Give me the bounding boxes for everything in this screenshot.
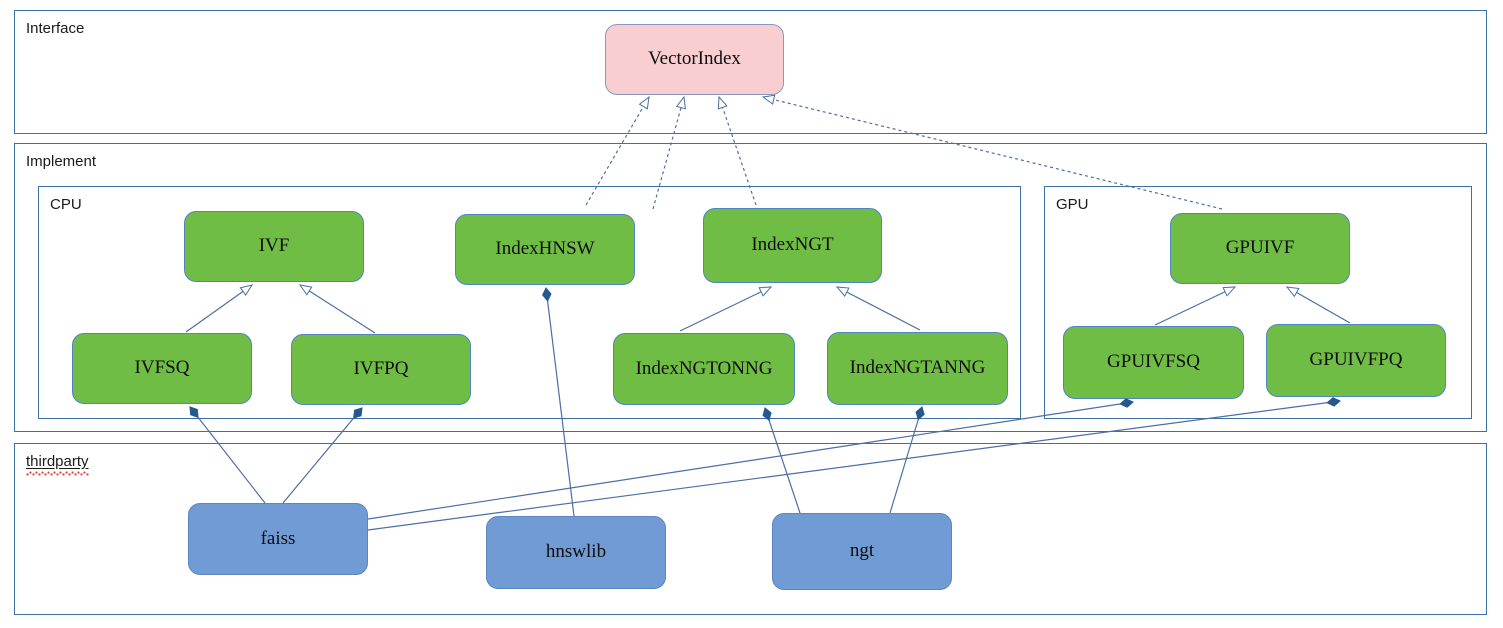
class-node-faiss[interactable]: faiss — [188, 503, 368, 575]
class-node-gpuivfsq[interactable]: GPUIVFSQ — [1063, 326, 1244, 399]
class-node-label: IndexNGT — [751, 234, 834, 256]
class-node-label: VectorIndex — [648, 48, 741, 70]
class-node-label: IVFSQ — [134, 357, 190, 379]
package-label-implement: Implement — [26, 153, 97, 170]
package-label-cpu: CPU — [50, 196, 82, 213]
class-node-hnswlib[interactable]: hnswlib — [486, 516, 666, 589]
class-node-ivfpq[interactable]: IVFPQ — [291, 334, 471, 405]
class-node-label: GPUIVFSQ — [1107, 351, 1200, 373]
class-node-ivfsq[interactable]: IVFSQ — [72, 333, 252, 404]
class-node-label: IndexHNSW — [495, 238, 595, 260]
class-node-label: GPUIVFPQ — [1309, 349, 1403, 371]
package-label-gpu: GPU — [1056, 196, 1089, 213]
class-node-label: ngt — [849, 540, 875, 562]
package-label-thirdparty: thirdparty — [26, 454, 89, 476]
spellcheck-underline-icon — [26, 471, 89, 476]
class-node-indexngtanng[interactable]: IndexNGTANNG — [827, 332, 1008, 405]
class-node-label: GPUIVF — [1225, 237, 1295, 259]
class-node-label: IVF — [258, 235, 290, 257]
class-node-ngt[interactable]: ngt — [772, 513, 952, 590]
class-node-indexngt[interactable]: IndexNGT — [703, 208, 882, 283]
class-node-indexngtonng[interactable]: IndexNGTONNG — [613, 333, 795, 405]
class-node-label: faiss — [260, 527, 296, 549]
class-node-ivf[interactable]: IVF — [184, 211, 364, 282]
class-node-label: IVFPQ — [353, 358, 409, 380]
class-node-gpuivfpq[interactable]: GPUIVFPQ — [1266, 324, 1446, 397]
class-node-vectorindex[interactable]: VectorIndex — [605, 24, 784, 95]
class-node-label: IndexNGTANNG — [849, 357, 986, 379]
class-node-label: hnswlib — [545, 541, 607, 563]
package-label-interface: Interface — [26, 20, 85, 37]
class-node-gpuivf[interactable]: GPUIVF — [1170, 213, 1350, 284]
class-node-label: IndexNGTONNG — [635, 357, 773, 379]
class-node-indexhnsw[interactable]: IndexHNSW — [455, 214, 635, 285]
